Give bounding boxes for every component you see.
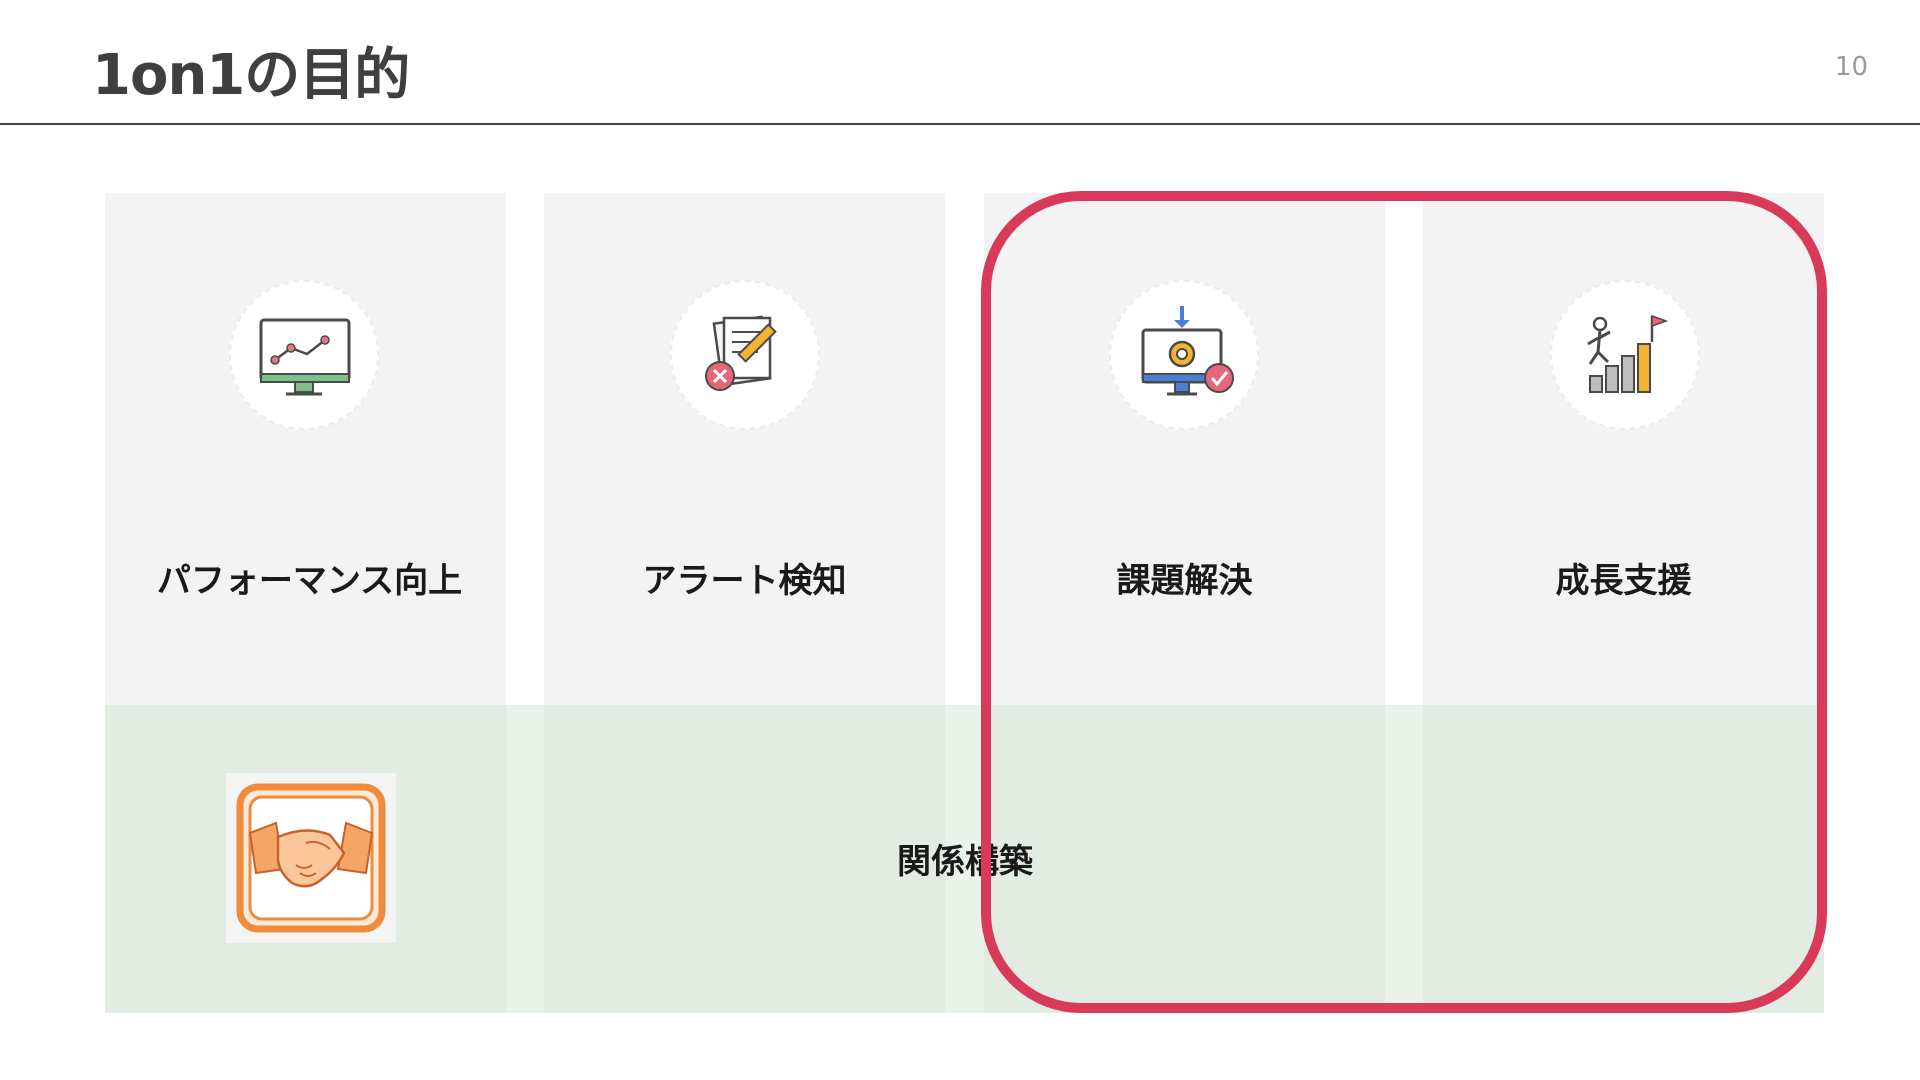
alert-document-icon	[670, 280, 820, 430]
problem-solving-monitor-icon	[1109, 280, 1259, 430]
purpose-card-performance	[105, 193, 506, 705]
purpose-label-growth: 成長支援	[1555, 561, 1692, 601]
slide-title: 1on1の目的	[92, 43, 410, 108]
highlight-frame	[981, 191, 1827, 1013]
relationship-label: 関係構築	[897, 842, 1033, 882]
purpose-label-problem: 課題解決	[1116, 561, 1253, 601]
title-divider	[0, 123, 1920, 125]
handshake-icon-box	[226, 773, 396, 943]
purpose-label-performance: パフォーマンス向上	[156, 561, 463, 601]
relationship-band-cell	[544, 705, 945, 1013]
performance-monitor-icon	[229, 280, 379, 430]
handshake-icon	[236, 783, 386, 933]
growth-chart-icon	[1550, 280, 1700, 430]
purpose-card-alert	[544, 193, 945, 705]
page-number: 10	[1834, 52, 1868, 82]
purpose-label-alert: アラート検知	[642, 561, 847, 601]
